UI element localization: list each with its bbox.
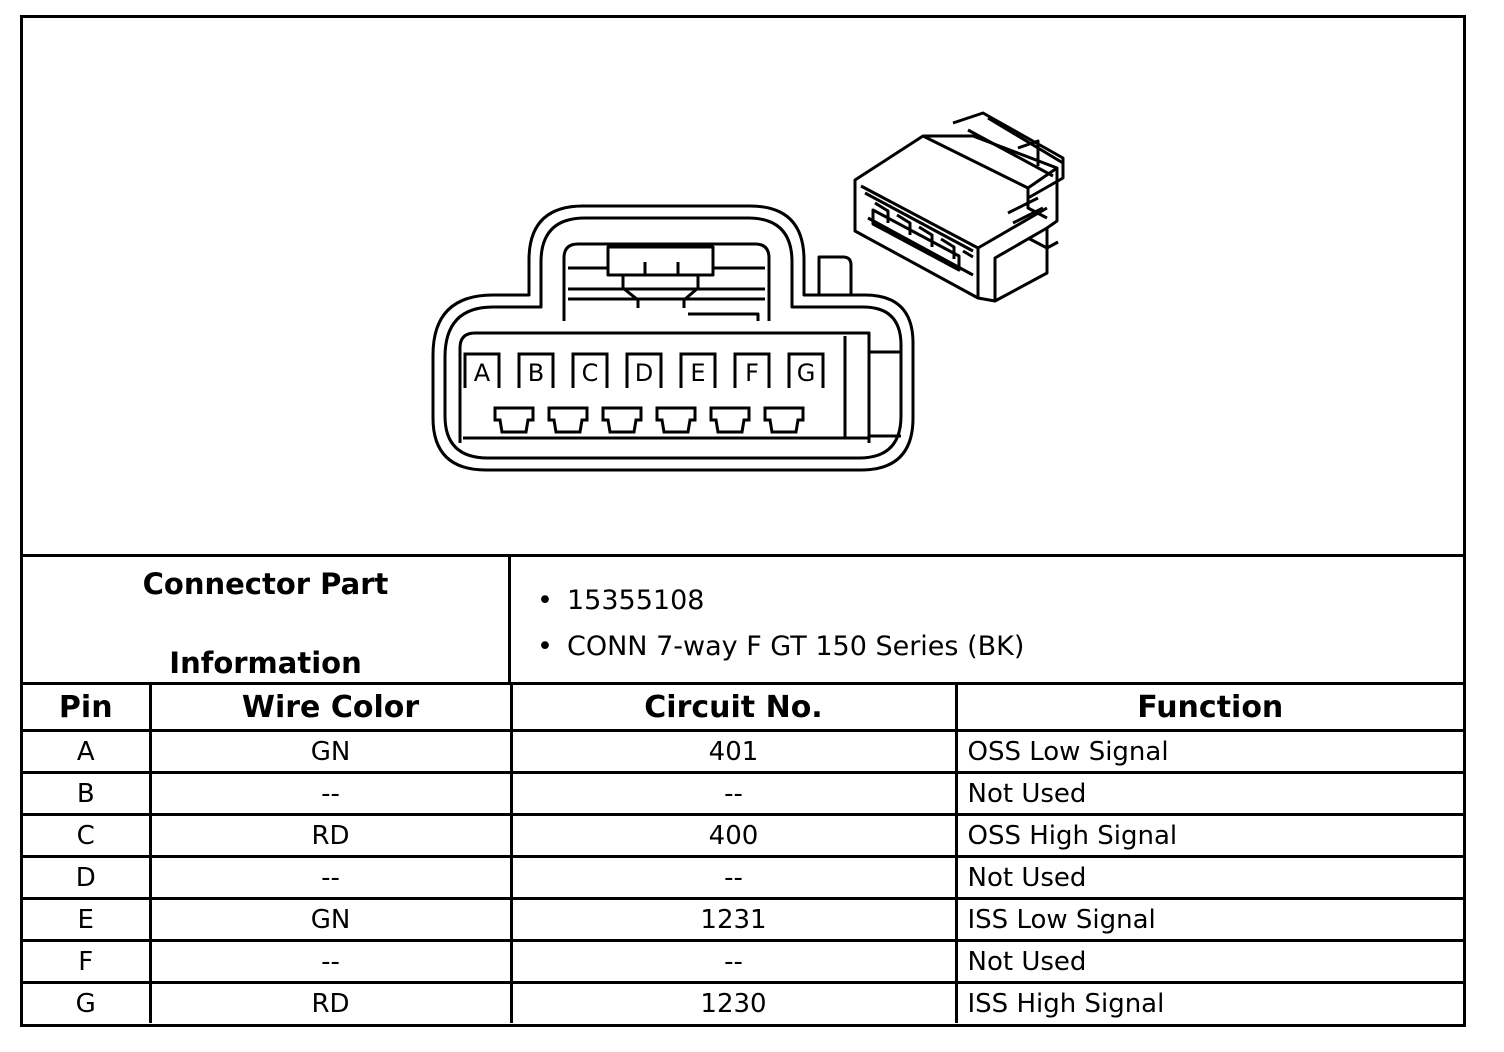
part-info-item: • CONN 7-way F GT 150 Series (BK) [537,631,1025,662]
cavity-label: E [690,359,705,387]
cell-circuit: 401 [509,729,958,774]
cell-wire-color: -- [148,855,513,900]
cavity-c: C [571,352,643,434]
connector-diagram: A B C D E F G [23,18,1463,554]
terminal-lock [547,406,589,434]
bullet-icon: • [537,631,553,662]
cell-circuit: -- [509,855,958,900]
cell-pin: G [23,981,152,1023]
cell-wire-color: -- [148,771,513,816]
cavity-a: A [463,352,535,434]
cell-function: OSS Low Signal [954,729,1463,774]
cavity-label: G [797,359,816,387]
cell-wire-color: GN [148,897,513,942]
terminal-cavities: A B C D E F G [463,352,825,434]
connector-face-drawing: A B C D E F G [431,111,1065,472]
info-label-line2: Information [169,646,362,680]
terminal-lock [493,406,535,434]
table-row: G RD 1230 ISS High Signal [23,981,1463,1023]
table-row: D -- -- Not Used [23,855,1463,900]
cell-pin: B [23,771,152,816]
cavity-d: D [625,352,697,434]
cavity-label: A [474,359,491,387]
table-row: A GN 401 OSS Low Signal [23,729,1463,774]
header-pin: Pin [23,682,152,732]
connector-part-information-label: Connector Part Information [23,557,511,682]
cavity-label: B [528,359,544,387]
pin-table-header: Pin Wire Color Circuit No. Function [23,682,1463,732]
terminal-lock [655,406,697,434]
cell-wire-color: GN [148,729,513,774]
cell-function: ISS High Signal [954,981,1463,1023]
cell-circuit: -- [509,771,958,816]
header-wire-color: Wire Color [148,682,513,732]
cell-function: ISS Low Signal [954,897,1463,942]
cell-function: Not Used [954,939,1463,984]
cavity-b: B [517,352,589,434]
part-number: 15355108 [567,585,705,616]
terminal-lock [601,406,643,434]
connector-outer-shell [431,204,915,472]
cavity-label: C [582,359,599,387]
part-info-item: • 15355108 [537,585,705,616]
connector-inner-shell [443,216,903,460]
cell-function: Not Used [954,771,1463,816]
info-label-line1: Connector Part [142,567,389,601]
side-lock-nub [817,255,853,295]
cavity-label: D [635,359,653,387]
cell-circuit: 1230 [509,981,958,1023]
cell-pin: A [23,729,152,774]
cell-function: Not Used [954,855,1463,900]
cell-pin: C [23,813,152,858]
connector-part-information: Connector Part Information • 15355108 • … [23,554,1463,682]
cell-circuit: 400 [509,813,958,858]
cavity-e: E [679,352,751,434]
header-circuit-no: Circuit No. [509,682,958,732]
cell-function: OSS High Signal [954,813,1463,858]
cell-pin: D [23,855,152,900]
terminal-lock [709,406,751,434]
latch-window [562,242,771,321]
table-row: C RD 400 OSS High Signal [23,813,1463,858]
header-function: Function [954,682,1463,732]
cavity-area [458,331,871,443]
table-row: F -- -- Not Used [23,939,1463,984]
cell-wire-color: -- [148,939,513,984]
part-description: CONN 7-way F GT 150 Series (BK) [567,631,1025,662]
terminal-lock [763,406,805,434]
cell-pin: F [23,939,152,984]
table-row: B -- -- Not Used [23,771,1463,816]
bullet-icon: • [537,585,553,616]
cavity-f: F [733,352,805,434]
cavity-g: G [787,352,825,388]
cell-wire-color: RD [148,981,513,1023]
connector-part-information-values: • 15355108 • CONN 7-way F GT 150 Series … [511,557,1463,682]
table-row: E GN 1231 ISS Low Signal [23,897,1463,942]
cell-pin: E [23,897,152,942]
cell-wire-color: RD [148,813,513,858]
pin-table: Pin Wire Color Circuit No. Function A GN… [23,682,1463,1023]
connector-isometric-view [853,111,1065,303]
cell-circuit: -- [509,939,958,984]
cell-circuit: 1231 [509,897,958,942]
cavity-label: F [745,359,759,387]
